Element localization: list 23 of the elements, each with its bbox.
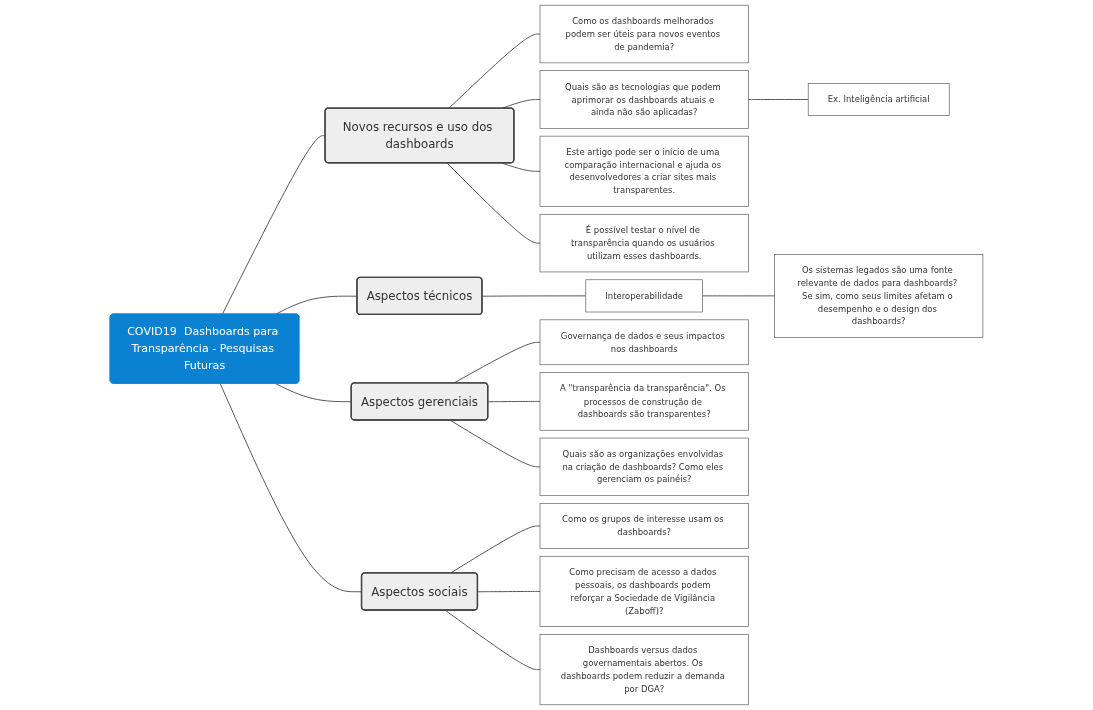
connector	[501, 162, 541, 172]
node-box: A "transparência da transparência". Os processos de construção de dashboards são transparentes?	[539, 372, 749, 431]
connector	[449, 419, 541, 468]
connector	[487, 400, 541, 403]
node-box: Como os dashboards melhorados podem ser úteis para novos eventos de pandemia?	[539, 4, 749, 64]
node-box: Como os grupos de interesse usam os dashboards?	[539, 503, 749, 549]
connector	[221, 135, 326, 315]
node-box: Interoperabilidade	[585, 279, 703, 313]
node-box: Este artigo pode ser o início de uma comparação internacional e ajuda os desenvolvedores a criar sites mais transparentes.	[539, 135, 749, 207]
node-box: Ex. Inteligência artificial	[807, 83, 950, 116]
node-box: Quais são as tecnologias que podem aprimorar os dashboards atuais e ainda não são aplicadas?	[539, 70, 749, 129]
connector	[446, 162, 541, 244]
connector	[747, 99, 809, 100]
node-box: É possível testar o nível de transparência quando os usuários utilizam esses dashboards.	[539, 213, 749, 273]
node-box: Governança de dados e seus impactos nos dashboards	[539, 319, 749, 366]
node-box: Quais são as organizações envolvidas na criação de dashboards? Como eles gerenciam os painéis?	[539, 437, 749, 497]
connector	[702, 295, 775, 297]
node-box: Como precisam de acesso a dados pessoais, os dashboards podem reforçar a Sociedade de Vigilância (Zaboff)?	[539, 555, 749, 627]
connector	[444, 609, 541, 671]
node-box: Os sistemas legados são uma fonte relevante de dados para dashboards? Se sim, como seus limites afetam o desempenho e o design dos dashboards?	[774, 254, 984, 338]
node-box: Dashboards versus dados governamentais abertos. Os dashboards podem reduzir a demanda por DGA?	[539, 634, 749, 706]
connector	[448, 33, 541, 109]
connector	[477, 590, 541, 593]
